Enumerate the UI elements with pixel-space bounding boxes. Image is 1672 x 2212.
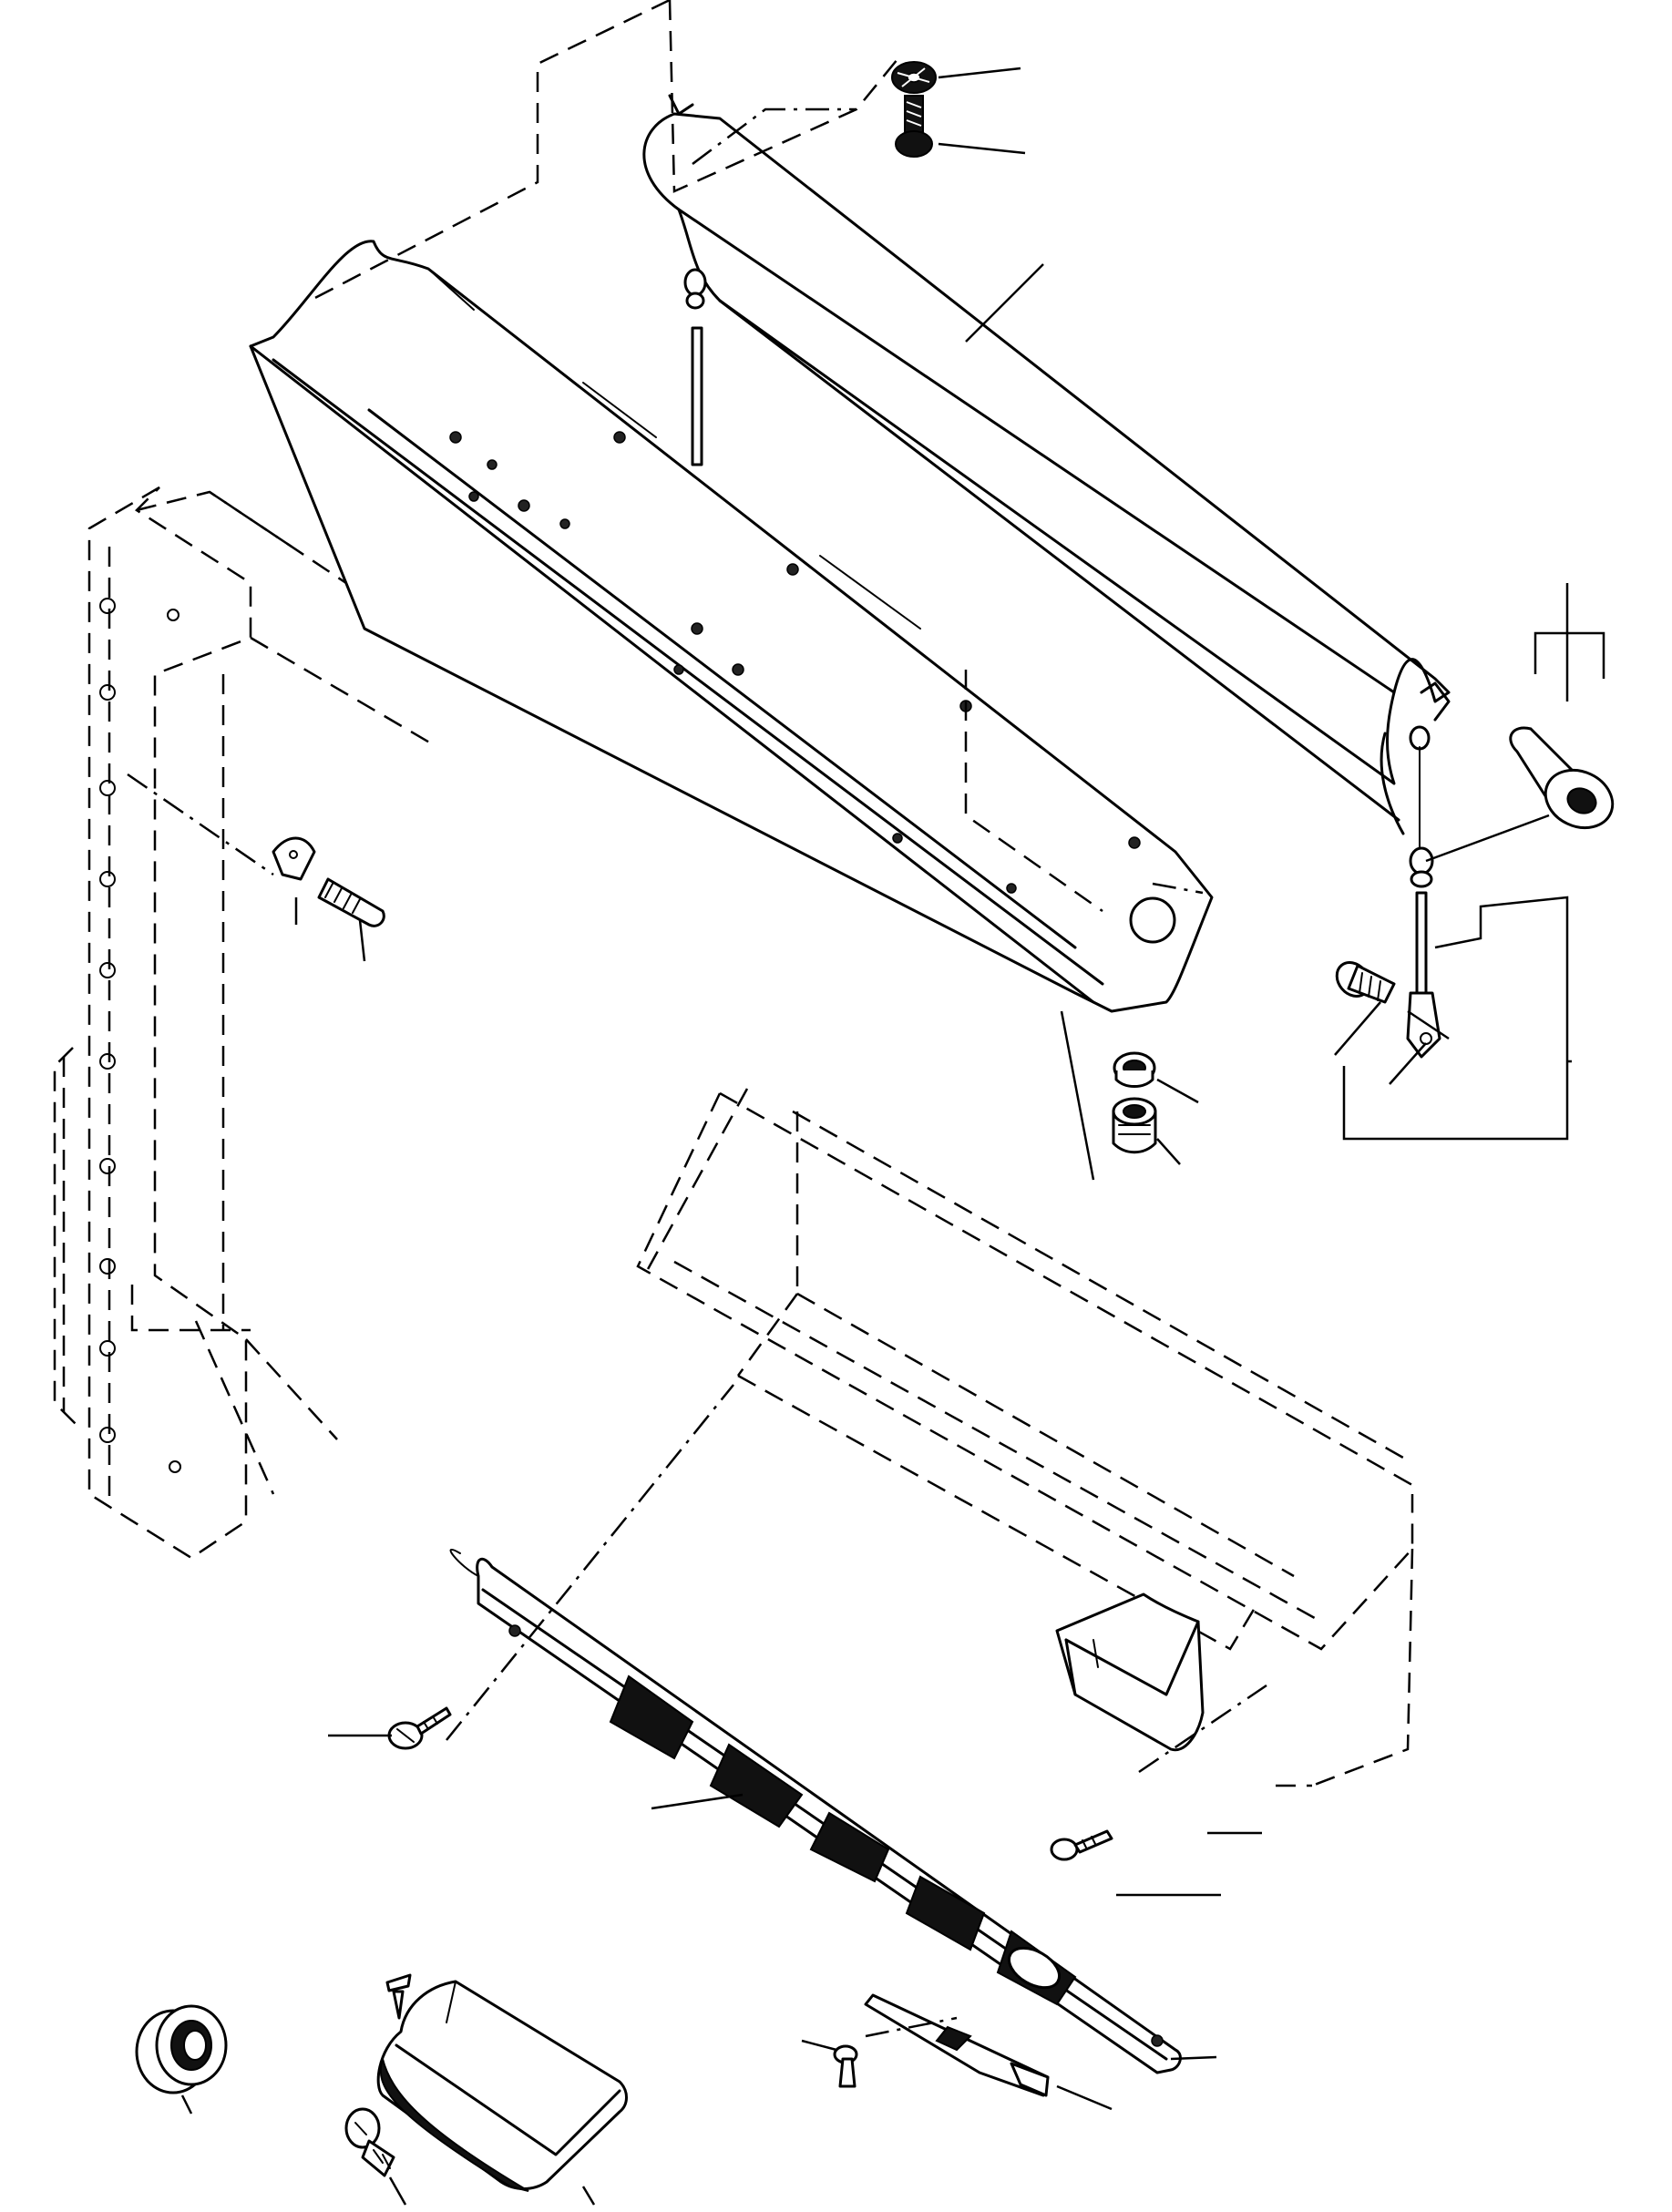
license-lamp-housing — [1055, 1592, 1267, 1774]
screw-icon — [385, 1973, 412, 2020]
grommet-icon — [135, 2004, 228, 2094]
adjusting-rod — [683, 268, 1441, 1059]
mounting-bracket — [449, 1548, 1182, 2074]
blade-holes — [449, 431, 1141, 894]
rod-end-icon — [1509, 726, 1615, 830]
screw-icon — [1050, 1829, 1113, 1861]
assembly-lines-top — [309, 0, 1204, 913]
lock-nut-icon — [1112, 1097, 1157, 1154]
screw-icon — [387, 1384, 734, 1750]
blade-wiper — [249, 240, 1214, 1013]
bulb-icon — [344, 2107, 395, 2177]
bolt-icon — [895, 95, 933, 158]
lamp-cover-plate — [864, 1993, 1050, 2097]
leader-lines — [180, 67, 1605, 2206]
screw-icon — [833, 2044, 858, 2088]
phantom-side-frame — [53, 486, 456, 1560]
spring-washer-icon — [891, 61, 937, 94]
lock-nut-icon — [1113, 1051, 1156, 1088]
frame-bolt-heads — [99, 598, 181, 1473]
phantom-tray — [636, 1088, 1414, 1787]
roller-cover — [642, 94, 1451, 835]
license-lamp — [376, 1980, 628, 2192]
bolt-icon — [1335, 961, 1396, 1004]
screw-icon — [127, 773, 385, 927]
